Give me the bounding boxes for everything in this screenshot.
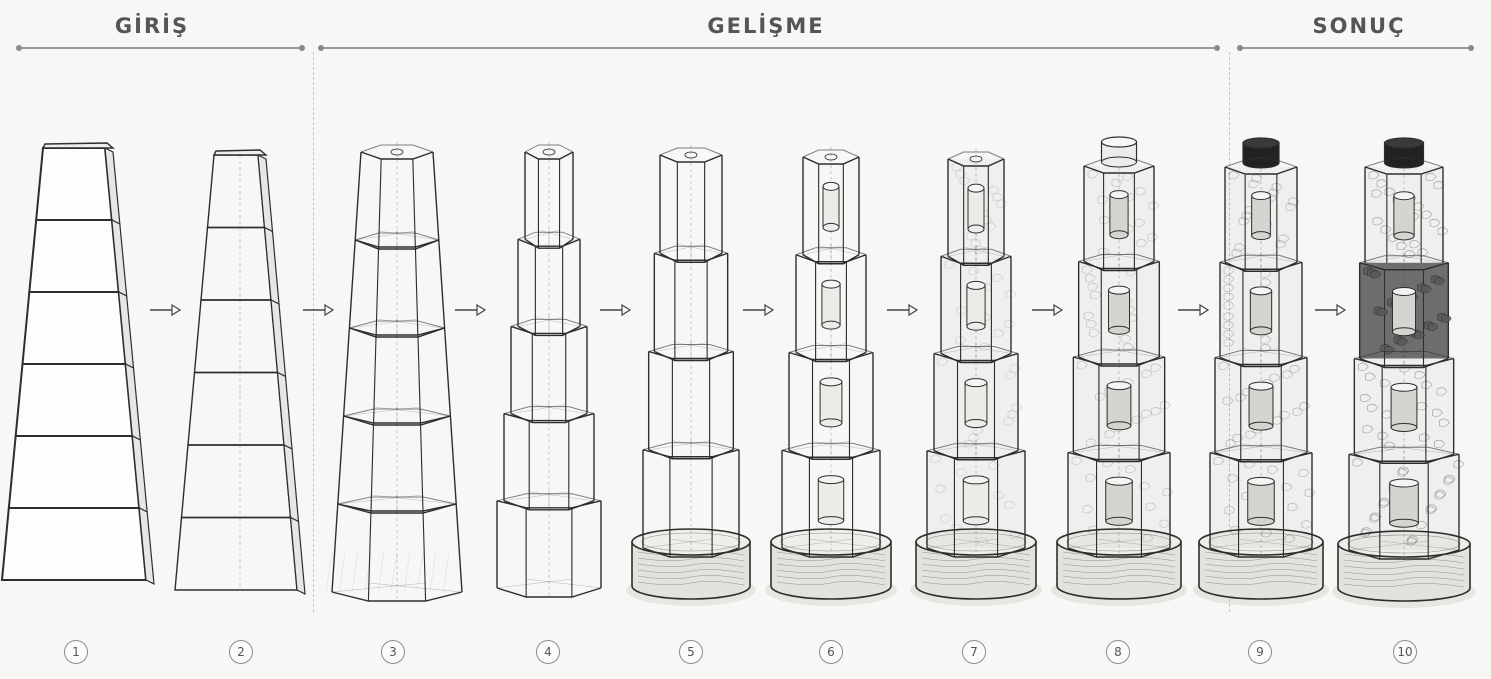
arrow-right-icon — [887, 303, 919, 317]
arrow-right-icon — [1032, 303, 1064, 317]
phase-label-result: SONUÇ — [1312, 14, 1406, 38]
step-number-2: 2 — [229, 640, 253, 664]
phase-line-intro — [16, 45, 305, 51]
step-number-4: 4 — [536, 640, 560, 664]
sketch-step-2 — [174, 149, 306, 596]
step-number-9: 9 — [1248, 640, 1272, 664]
step-number-7: 7 — [962, 640, 986, 664]
sketch-step-3 — [325, 142, 463, 602]
step-number-5: 5 — [679, 640, 703, 664]
step-number-8: 8 — [1106, 640, 1130, 664]
phase-line-result — [1237, 45, 1474, 51]
step-number-3: 3 — [381, 640, 405, 664]
arrow-right-icon — [743, 303, 775, 317]
phase-divider-2 — [1229, 52, 1230, 612]
step-number-6: 6 — [819, 640, 843, 664]
phase-label-intro: GİRİŞ — [114, 14, 190, 38]
arrow-right-icon — [455, 303, 487, 317]
phase-divider-1 — [313, 52, 314, 612]
arrow-right-icon — [600, 303, 632, 317]
arrow-right-icon — [1178, 303, 1210, 317]
sketch-step-8 — [1051, 136, 1187, 606]
sketch-step-7 — [910, 149, 1042, 606]
sketch-step-5 — [626, 145, 756, 606]
sketch-step-9 — [1193, 137, 1329, 606]
phase-label-development: GELİŞME — [707, 14, 825, 38]
step-number-10: 10 — [1393, 640, 1417, 664]
arrow-right-icon — [1315, 303, 1347, 317]
step-number-1: 1 — [64, 640, 88, 664]
sketch-step-4 — [496, 142, 602, 598]
arrow-right-icon — [303, 303, 335, 317]
sketch-step-1 — [0, 142, 155, 586]
sketch-step-6 — [765, 147, 897, 606]
sketch-step-10 — [1332, 137, 1476, 608]
arrow-right-icon — [150, 303, 182, 317]
phase-line-development — [318, 45, 1220, 51]
